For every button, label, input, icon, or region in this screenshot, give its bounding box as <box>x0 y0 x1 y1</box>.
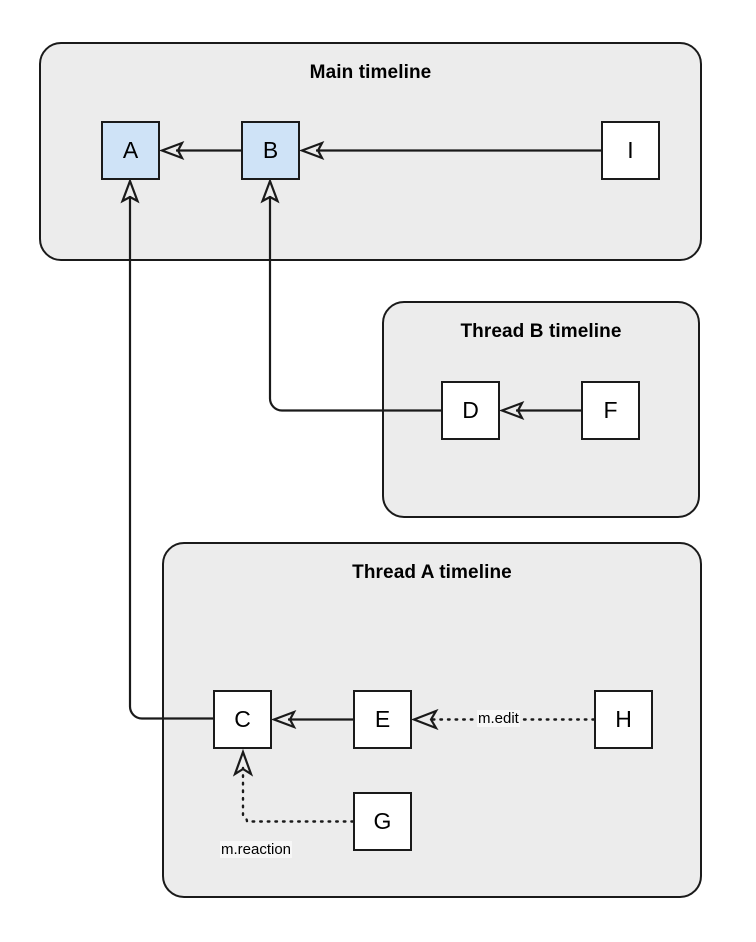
node-f[interactable]: F <box>581 381 640 440</box>
group-title-main-timeline: Main timeline <box>309 62 432 83</box>
node-h[interactable]: H <box>594 690 653 749</box>
edge-label-m-edit: m.edit <box>477 710 520 728</box>
group-title-thread-b-timeline: Thread B timeline <box>460 321 622 342</box>
group-thread-b-timeline[interactable]: Thread B timeline <box>382 301 700 518</box>
node-b[interactable]: B <box>241 121 300 180</box>
group-title-thread-a-timeline: Thread A timeline <box>352 562 512 583</box>
node-d[interactable]: D <box>441 381 500 440</box>
node-e[interactable]: E <box>353 690 412 749</box>
node-a[interactable]: A <box>101 121 160 180</box>
edge-label-m-reaction: m.reaction <box>220 841 293 859</box>
node-c[interactable]: C <box>213 690 272 749</box>
node-g[interactable]: G <box>353 792 412 851</box>
node-i[interactable]: I <box>601 121 660 180</box>
